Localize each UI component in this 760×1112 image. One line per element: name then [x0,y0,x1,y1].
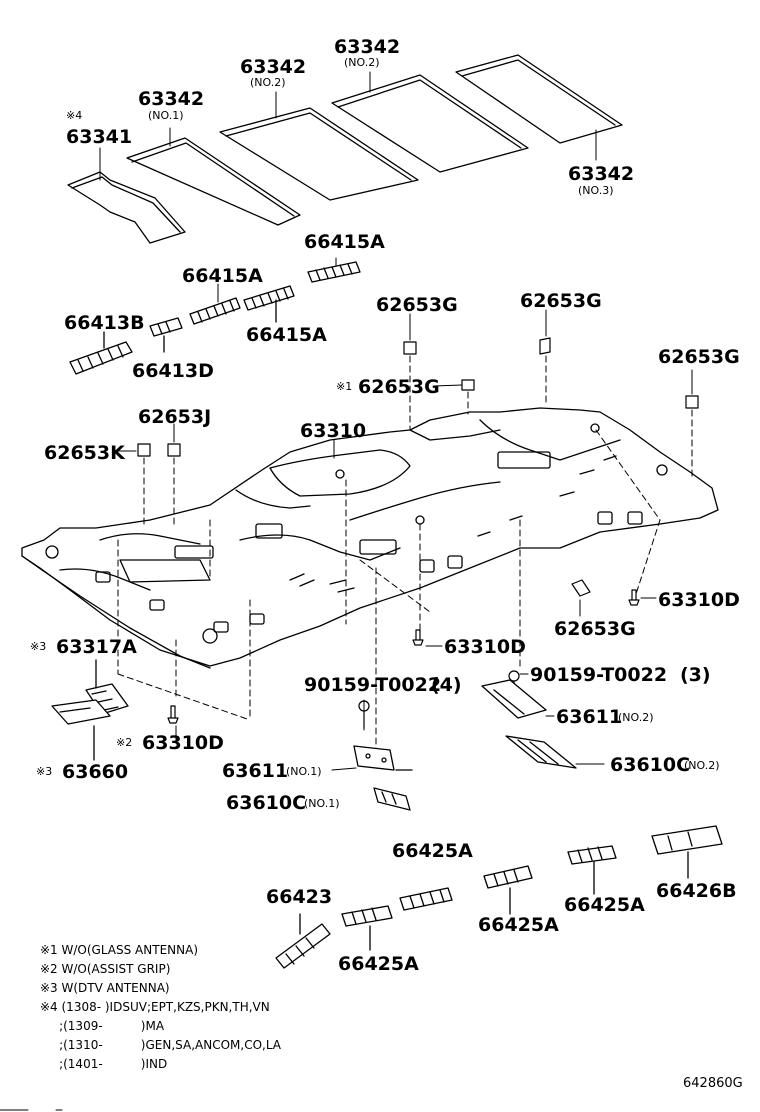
clip-66415A-mid [189,297,241,325]
label-leaders [99,71,693,771]
cover-63610C-no2 [505,735,577,769]
footnote-5: ;(1309- )MA [40,1019,165,1033]
label-90159-right: 90159-T0022 [530,664,668,686]
footnote-6: ;(1310- )GEN,SA,ANCOM,CO,LA [40,1038,282,1052]
clip-66413B [69,341,133,375]
label-90159-left-qty: (4) [431,674,462,696]
label-63610C-no2-sub: (NO.2) [684,759,720,772]
roof-pad-63341 [67,171,186,244]
label-63611-no2-sub: (NO.2) [618,711,654,724]
label-63342-no3: 63342 [568,163,635,185]
label-66413B: 66413B [64,312,145,334]
label-63610C-no1: 63610C [226,792,307,814]
label-63610C-no1-sub: (NO.1) [304,797,340,810]
footnote-4: ※4 (1308- )IDSUV;EPT,KZS,PKN,TH,VN [40,1000,270,1014]
label-62653G-b: 62653G [520,290,602,312]
headliner-63310 [21,407,719,669]
footnote-7: ;(1401- )IND [40,1057,168,1071]
note-marker-2: ※2 [116,736,133,749]
roof-pad-63342-no2b [331,74,529,173]
label-90159-left: 90159-T0022 [304,674,442,696]
clips-62653 [137,337,699,597]
footnote-1: ※1 W/O(GLASS ANTENNA) [40,943,198,957]
roof-pad-63342-no1 [126,137,301,226]
clip-66425A-c [483,865,533,889]
note-marker-3a: ※3 [30,640,47,653]
label-63341: 63341 [66,126,133,148]
label-63342-no3-sub: (NO.3) [578,184,614,197]
label-62653G-a: 62653G [376,294,458,316]
label-62653K: 62653K [44,442,125,464]
footnote-2: ※2 W/O(ASSIST GRIP) [40,962,171,976]
footnote-3: ※3 W(DTV ANTENNA) [40,981,170,995]
label-66413D: 66413D [132,360,214,382]
note-marker-3b: ※3 [36,765,53,778]
label-63342-no2a: 63342 [240,56,307,78]
label-66425A-a: 66425A [392,840,473,862]
cover-63610C-no1 [373,787,411,811]
label-63310: 63310 [300,420,367,442]
label-63611-no1: 63611 [222,760,289,782]
label-62653J: 62653J [138,406,212,428]
clip-66423 [275,923,331,969]
holder-63611-no2 [481,679,547,719]
label-63342-no2b-sub: (NO.2) [344,56,380,69]
label-66415A-top: 66415A [304,231,385,253]
clip-66425A-a [399,887,453,911]
label-63310D-right: 63310D [658,589,740,611]
clip-66425A-d [567,845,617,865]
antenna-63660 [51,699,111,725]
roof-pad-63342-no2a [219,107,419,201]
clip-66426B [651,825,723,855]
label-63342-no1-sub: (NO.1) [148,109,184,122]
label-63342-no1: 63342 [138,88,205,110]
label-66425A-d: 66425A [564,894,645,916]
label-66415A-low: 66415A [246,324,327,346]
diagram-code: 642860G [683,1076,743,1091]
roof-pad-63342-no3 [455,54,623,144]
label-63342-no2b: 63342 [334,36,401,58]
label-63310D-mid: 63310D [444,636,526,658]
label-66425A-b: 66425A [338,953,419,975]
label-62653G-c: 62653G [358,376,440,398]
clip-66415A-top [307,261,361,283]
dashed-leaders [117,355,693,751]
screws [167,589,640,729]
label-63310D-left: 63310D [142,732,224,754]
holder-63611-no1 [353,745,395,771]
label-63611-no2: 63611 [556,706,623,728]
label-62653G-e: 62653G [554,618,636,640]
label-63611-no1-sub: (NO.1) [286,765,322,778]
label-90159-right-qty: (3) [680,664,711,686]
note-marker-4: ※4 [66,109,83,122]
label-66425A-c: 66425A [478,914,559,936]
note-marker-1: ※1 [336,380,353,393]
label-62653G-d: 62653G [658,346,740,368]
clip-66413D [149,317,183,337]
clip-66415A-right [243,285,295,311]
label-63317A: 63317A [56,636,137,658]
label-63660: 63660 [62,761,129,783]
label-66415A-mid: 66415A [182,265,263,287]
clip-66425A-b [341,905,393,927]
label-66423: 66423 [266,886,333,908]
label-63342-no2a-sub: (NO.2) [250,76,286,89]
label-66426B: 66426B [656,880,737,902]
label-63610C-no2: 63610C [610,754,691,776]
